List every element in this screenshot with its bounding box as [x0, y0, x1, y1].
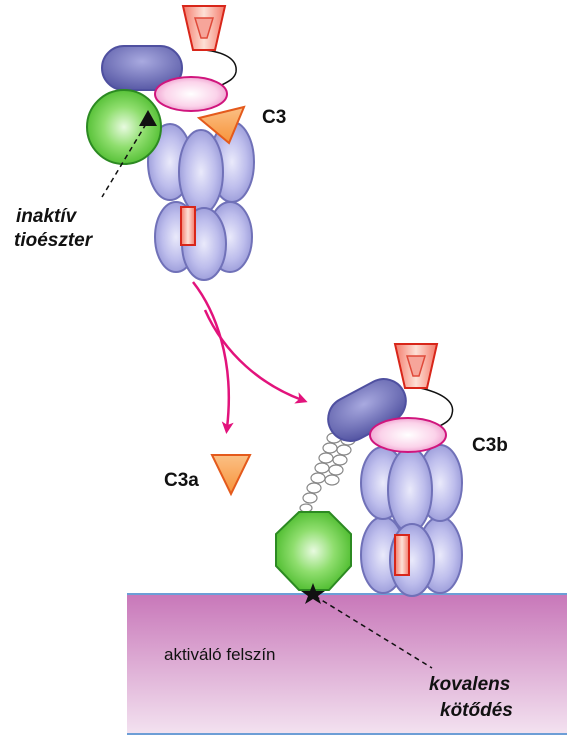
covalent-pointer: [314, 595, 433, 669]
c3b-molecule: [275, 343, 463, 669]
covalent-label-line1: kovalens: [429, 674, 510, 695]
c3b-green-ted-octagon: [275, 511, 352, 591]
c3-molecule: [86, 5, 255, 281]
c3b-domain-ellipses: [360, 444, 463, 597]
covalent-label-line2: kötődés: [440, 700, 513, 721]
inactive-thioester-label-line2: tioészter: [14, 230, 94, 251]
c3-red-marker: [180, 206, 196, 246]
surface-label: aktiváló felszín: [164, 645, 276, 664]
inactive-thioester-label-line1: inaktív: [16, 206, 78, 227]
c3b-red-marker: [394, 534, 410, 576]
c3-label: C3: [262, 107, 286, 128]
c3-green-ted-domain: [86, 89, 162, 165]
c3-domain-ellipses: [147, 121, 255, 281]
c3-thioester-triangle: [139, 110, 157, 126]
c3-dark-domain: [101, 45, 183, 91]
activating-surface: [127, 593, 567, 735]
c3-pink-domain: [154, 76, 228, 112]
arrow-to-c3b: [203, 309, 308, 404]
c3a-orange-triangle: [210, 454, 252, 497]
arrow-to-c3a: [192, 281, 234, 434]
c3b-label: C3b: [472, 435, 508, 456]
c3a-label: C3a: [164, 470, 199, 491]
c3b-pink-domain: [369, 417, 447, 453]
cleavage-arrows: [192, 281, 308, 434]
c3-orange-c3a-triangle: [196, 105, 246, 145]
